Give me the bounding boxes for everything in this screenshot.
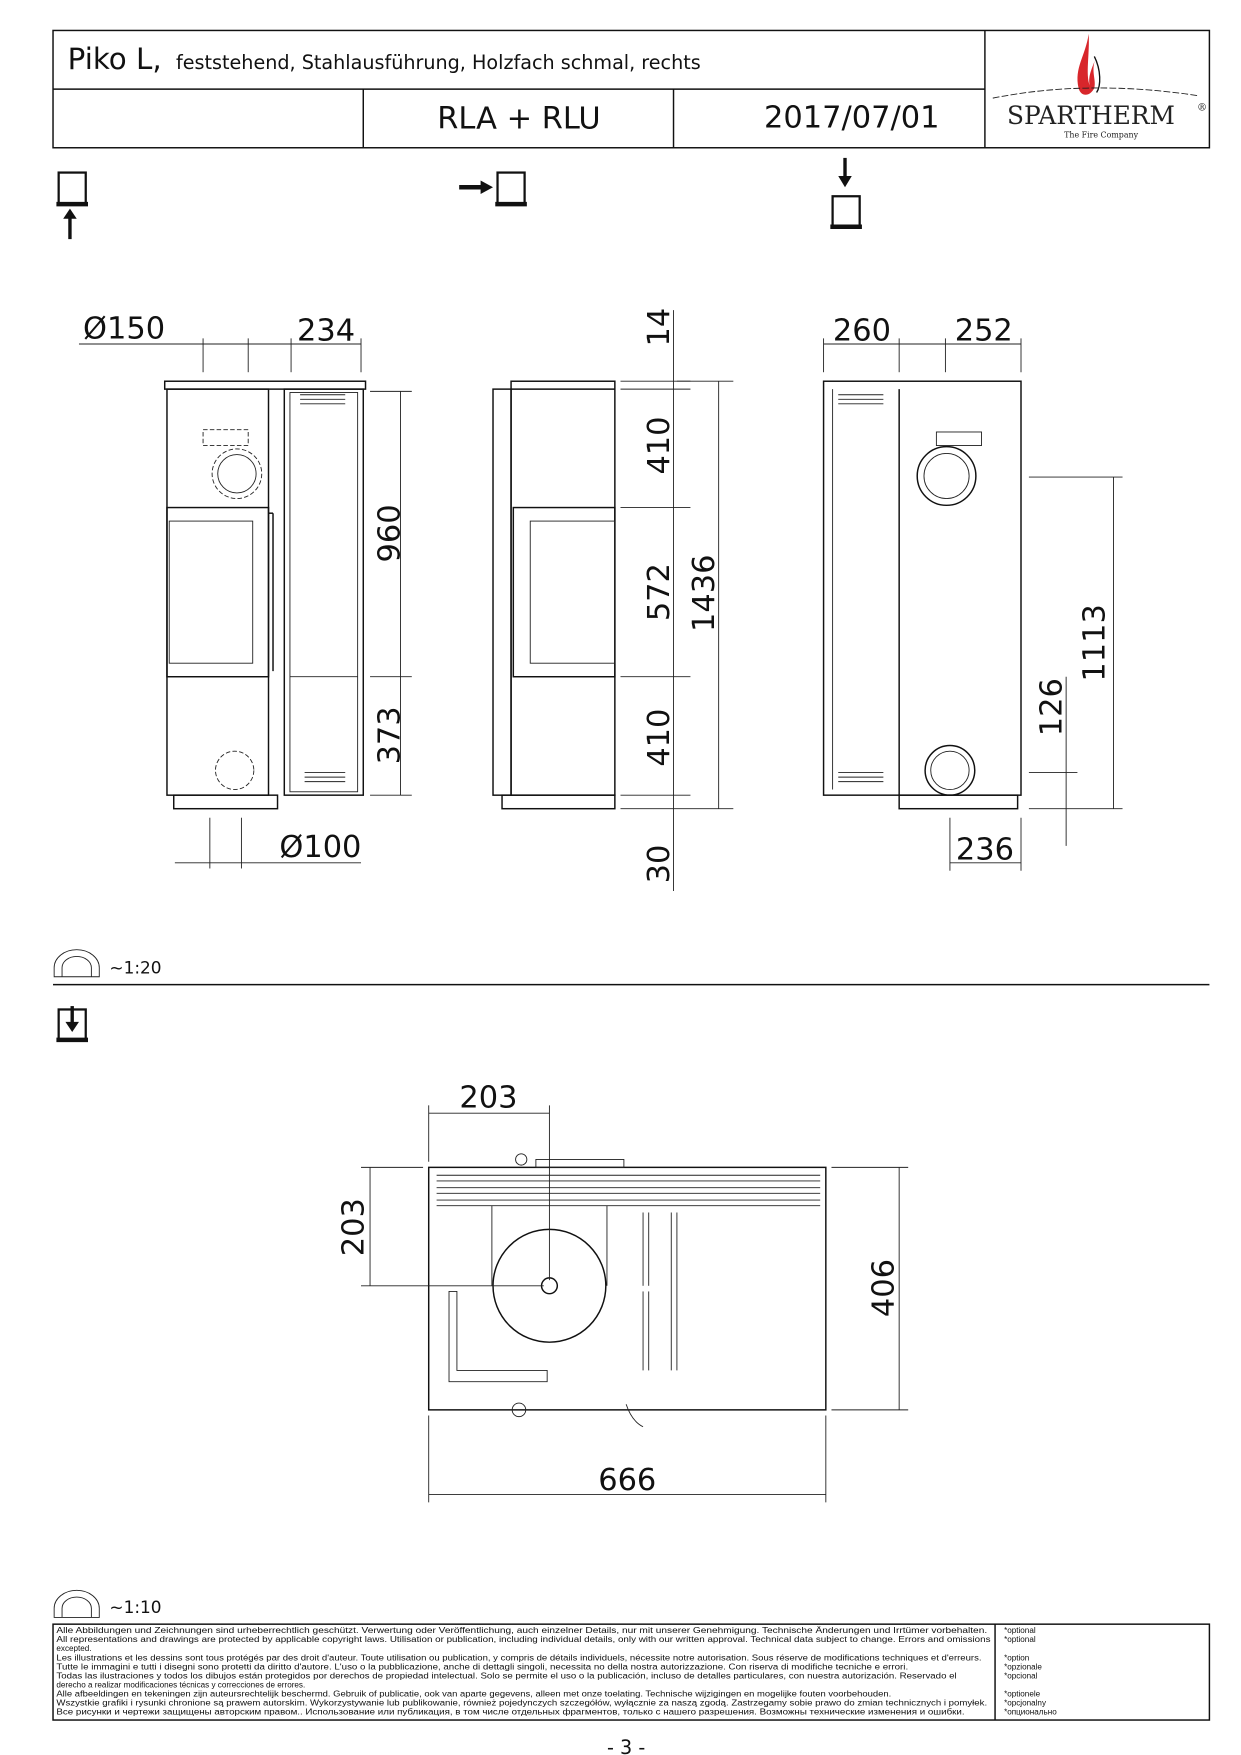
model-description: feststehend, Stahlausführung, Holzfach s… bbox=[176, 51, 701, 74]
logo-tagline: The Fire Company bbox=[1064, 131, 1138, 140]
notice-line: Tutte le immagini e tutti i disegni sono… bbox=[56, 1662, 908, 1671]
plan-view-drawing: 203 203 406 666 bbox=[336, 1081, 909, 1503]
base-30-label: 30 bbox=[642, 845, 677, 884]
flue-diameter-label: Ø150 bbox=[83, 311, 165, 346]
width-label: 666 bbox=[598, 1463, 656, 1498]
notice-line: Alle Abbildungen und Zeichnungen sind ur… bbox=[56, 1626, 987, 1635]
optional-label: *опционально bbox=[1004, 1707, 1057, 1716]
scale-label: ~1:20 bbox=[109, 957, 161, 977]
notice-line: excepted. bbox=[56, 1644, 91, 1653]
variant: RLA + RLU bbox=[437, 102, 600, 137]
back-view-drawing: 260 252 1113 126 236 bbox=[822, 314, 1123, 871]
notice-line: Alle afbeeldingen en tekeningen zijn aut… bbox=[56, 1689, 891, 1698]
optional-label: *opcjonalny bbox=[1004, 1698, 1047, 1707]
scale-indicator-1: ~1:20 bbox=[53, 949, 162, 978]
height-373-label: 373 bbox=[372, 706, 407, 764]
model-name: Piko L, bbox=[68, 42, 162, 76]
spartherm-logo: SPARTHERM ® The Fire Company bbox=[992, 33, 1207, 140]
upper-410-label: 410 bbox=[642, 416, 677, 474]
depth-label: 406 bbox=[867, 1259, 902, 1317]
notice-line: Wszystkie grafiki i rysunki chronione są… bbox=[56, 1698, 987, 1707]
total-1436-label: 1436 bbox=[687, 555, 722, 632]
plan-dim-x-label: 203 bbox=[459, 1081, 517, 1116]
scale-indicator-2: ~1:10 bbox=[53, 1589, 162, 1618]
optional-label: *optional bbox=[1004, 1635, 1036, 1644]
air-diameter-label: Ø100 bbox=[279, 830, 361, 865]
copyright-notice: Alle Abbildungen und Zeichnungen sind ur… bbox=[52, 1623, 1211, 1721]
notice-line: Все рисунки и чертежи защищены авторским… bbox=[56, 1707, 964, 1716]
air-offset-label: 236 bbox=[956, 832, 1014, 867]
title-block: Piko L, feststehend, Stahlausführung, Ho… bbox=[52, 29, 1211, 149]
scale-icon bbox=[53, 949, 100, 978]
optional-label: *opcional bbox=[1004, 1671, 1038, 1680]
notice-line: Les illustrations et les dessins sont to… bbox=[56, 1653, 981, 1662]
scale-label: ~1:10 bbox=[109, 1597, 161, 1617]
flue-height-label: 1113 bbox=[1077, 604, 1112, 681]
top-view-icon bbox=[56, 1006, 88, 1043]
logo-registered: ® bbox=[1197, 102, 1207, 114]
page-number: - 3 - bbox=[607, 1736, 645, 1755]
lower-410-label: 410 bbox=[642, 709, 677, 767]
notice-line: derecho a realizar modificaciones técnic… bbox=[56, 1680, 305, 1689]
optional-label: *option bbox=[1004, 1653, 1029, 1662]
date: 2017/07/01 bbox=[764, 100, 939, 135]
optional-label: *optionele bbox=[1004, 1689, 1041, 1698]
window-572-label: 572 bbox=[642, 563, 677, 621]
plan-dim-y-label: 203 bbox=[336, 1198, 371, 1256]
front-view-icon bbox=[56, 171, 88, 240]
height-960-label: 960 bbox=[372, 504, 407, 562]
back-view-icon bbox=[830, 157, 862, 229]
front-view-drawing: Ø150 234 960 373 Ø100 bbox=[78, 311, 412, 869]
scale-icon bbox=[53, 1589, 100, 1618]
optional-label: *optional bbox=[1004, 1626, 1036, 1635]
right-offset-label: 252 bbox=[955, 314, 1013, 349]
flame-icon bbox=[1077, 33, 1097, 95]
notice-line: Todas las ilustraciones y todos los dibu… bbox=[56, 1671, 957, 1680]
top-14-label: 14 bbox=[642, 308, 677, 347]
air-height-label: 126 bbox=[1035, 678, 1070, 736]
left-offset-label: 260 bbox=[833, 314, 891, 349]
side-view-icon bbox=[459, 171, 527, 207]
flue-offset-label: 234 bbox=[297, 314, 355, 349]
side-view-drawing: 14 410 572 410 30 1436 bbox=[492, 308, 734, 892]
notice-line: All representations and drawings are pro… bbox=[56, 1635, 990, 1644]
optional-label: *opzionale bbox=[1004, 1662, 1042, 1671]
logo-brand: SPARTHERM bbox=[1007, 101, 1175, 130]
